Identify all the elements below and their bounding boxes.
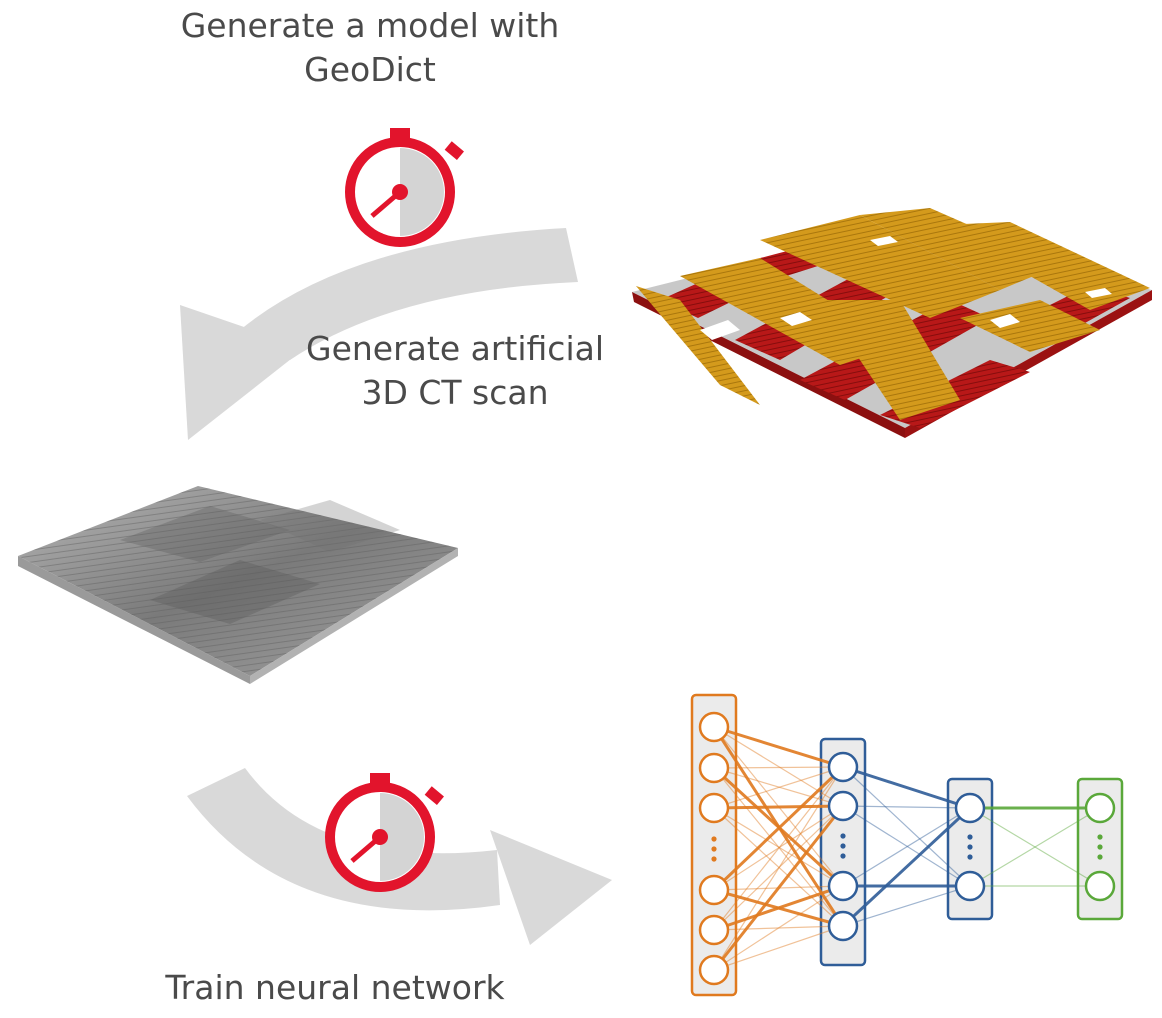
connection-line	[842, 766, 971, 887]
connection-line	[842, 807, 971, 887]
connection-line	[713, 767, 844, 927]
connection-line	[713, 925, 844, 971]
connection-line	[841, 806, 972, 928]
connection-line	[713, 885, 844, 971]
neuron-node	[698, 711, 730, 743]
neuron-node	[827, 910, 859, 942]
ellipsis-dot	[711, 856, 717, 862]
neuron-node	[698, 752, 730, 784]
neuron-node	[1084, 792, 1116, 824]
connection-line	[842, 765, 971, 810]
ellipsis-dot	[967, 834, 973, 840]
connection-line	[712, 765, 845, 892]
connection-line	[842, 805, 971, 809]
connection-line	[713, 766, 844, 971]
ellipsis-dot	[1097, 854, 1103, 860]
connection-line	[842, 805, 971, 887]
connection-line	[969, 807, 1101, 887]
curved-arrow-upper	[180, 228, 578, 440]
neural-network-diagram	[690, 693, 1124, 997]
ellipsis-dot	[967, 854, 973, 860]
neuron-node	[698, 954, 730, 986]
ellipsis-dot	[1097, 844, 1103, 850]
ct-scan-image	[18, 486, 458, 684]
model-step-label-line1: Generate a model with	[180, 6, 560, 45]
neuron-node	[698, 874, 730, 906]
connection-line	[713, 726, 844, 807]
connection-line	[713, 766, 844, 809]
train-step-label: Train neural network	[165, 968, 505, 1007]
neuron-node	[827, 870, 859, 902]
connection-line	[713, 884, 844, 932]
ellipsis-dot	[840, 833, 846, 839]
ellipsis-dot	[711, 836, 717, 842]
neuron-node	[827, 790, 859, 822]
model-step-label: Generate a model with GeoDict	[150, 4, 590, 92]
neuron-node	[698, 792, 730, 824]
model-step-label-line2: GeoDict	[304, 50, 436, 89]
connection-line	[713, 804, 844, 810]
connection-line	[842, 885, 971, 927]
neuron-node	[698, 914, 730, 946]
neuron-node	[827, 751, 859, 783]
connection-line	[713, 766, 844, 769]
stopwatch-icon	[325, 773, 444, 892]
connection-line	[713, 807, 844, 887]
neuron-node	[954, 870, 986, 902]
ct-step-label-line1: Generate artificial	[306, 329, 604, 368]
ellipsis-dot	[967, 844, 973, 850]
ellipsis-dot	[840, 853, 846, 859]
ct-step-label: Generate artificial 3D CT scan	[290, 327, 620, 415]
stopwatch-icon	[345, 128, 464, 247]
connection-line	[713, 807, 844, 927]
fiber-model-image	[632, 208, 1152, 438]
ellipsis-dot	[711, 846, 717, 852]
connection-line	[713, 805, 844, 891]
ellipsis-dot	[840, 843, 846, 849]
connection-line	[713, 766, 844, 931]
connection-line	[713, 767, 844, 807]
connection-line	[713, 805, 844, 931]
connection-line	[713, 725, 844, 769]
ellipsis-dot	[1097, 834, 1103, 840]
connection-line	[969, 807, 1101, 887]
connection-line	[713, 925, 844, 931]
neuron-node	[1084, 870, 1116, 902]
ct-step-label-line2: 3D CT scan	[361, 373, 549, 412]
connection-line	[712, 805, 845, 971]
neuron-node	[954, 792, 986, 824]
